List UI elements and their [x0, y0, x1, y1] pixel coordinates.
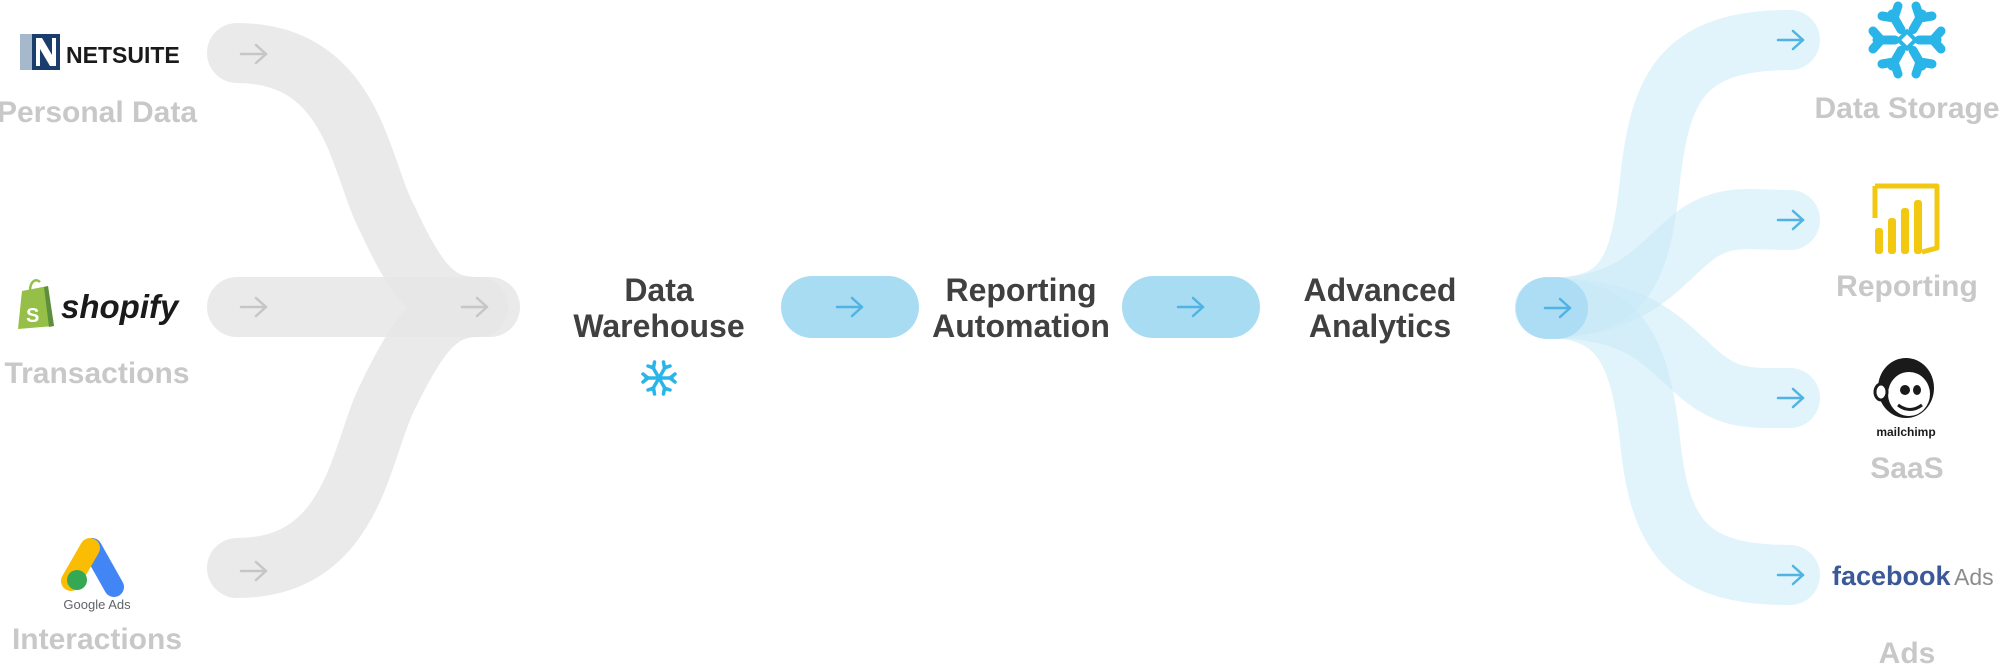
- destination-bands: [1515, 10, 1820, 605]
- facebook-ads-suffix: Ads: [1954, 564, 1994, 590]
- snowflake-icon: [641, 360, 677, 396]
- dest-label-reporting: Reporting: [1836, 270, 1978, 303]
- facebook-ads-logo-icon: facebook Ads: [1832, 561, 1994, 591]
- shopify-wordmark: shopify: [61, 288, 180, 325]
- destination-arrows: [1776, 29, 1805, 586]
- google-ads-wordmark: Google Ads: [63, 597, 131, 612]
- power-bi-logo-icon: [1872, 183, 1940, 255]
- google-ads-logo-icon: Google Ads: [61, 538, 131, 612]
- arrow-right-icon: [1776, 29, 1805, 51]
- arrow-right-icon: [1776, 564, 1805, 586]
- mailchimp-wordmark: mailchimp: [1876, 425, 1935, 439]
- svg-text:S: S: [26, 305, 39, 327]
- source-bands: [207, 23, 520, 598]
- stage-reporting-automation-line2: Automation: [932, 308, 1110, 344]
- netsuite-wordmark: NETSUITE: [66, 42, 180, 68]
- arrow-right-icon: [239, 296, 268, 318]
- dest-label-data-storage: Data Storage: [1814, 92, 1999, 125]
- source-arrows: [239, 43, 489, 582]
- facebook-wordmark: facebook: [1832, 561, 1952, 591]
- shopify-logo-icon: S shopify: [18, 279, 180, 329]
- arrow-right-icon: [239, 43, 268, 65]
- arrow-right-icon: [460, 296, 489, 318]
- stage-reporting-automation-line1: Reporting: [945, 272, 1096, 308]
- mailchimp-logo-icon: mailchimp: [1873, 358, 1936, 439]
- arrow-right-icon: [1776, 387, 1805, 409]
- arrow-right-icon: [1543, 297, 1572, 319]
- stage-data-warehouse-line1: Data: [624, 272, 694, 308]
- source-label-transactions: Transactions: [4, 357, 189, 390]
- source-label-interactions: Interactions: [12, 623, 182, 656]
- snowflake-logo-icon: [1868, 1, 1946, 79]
- band-personal-data: [207, 23, 508, 337]
- arrow-right-icon: [239, 560, 268, 582]
- arrow-right-icon: [1776, 209, 1805, 231]
- stage-advanced-analytics-line2: Analytics: [1309, 308, 1451, 344]
- source-label-personal-data: Personal Data: [0, 96, 197, 129]
- dest-label-ads: Ads: [1879, 637, 1936, 669]
- stage-advanced-analytics-line1: Advanced: [1304, 272, 1457, 308]
- stage-data-warehouse-line2: Warehouse: [573, 308, 744, 344]
- netsuite-logo-icon: NETSUITE: [20, 34, 180, 70]
- band-ads: [1515, 278, 1820, 605]
- band-interactions: [207, 277, 508, 598]
- arrow-right-icon: [1176, 296, 1205, 318]
- dest-label-saas: SaaS: [1870, 452, 1943, 485]
- arrow-right-icon: [835, 296, 864, 318]
